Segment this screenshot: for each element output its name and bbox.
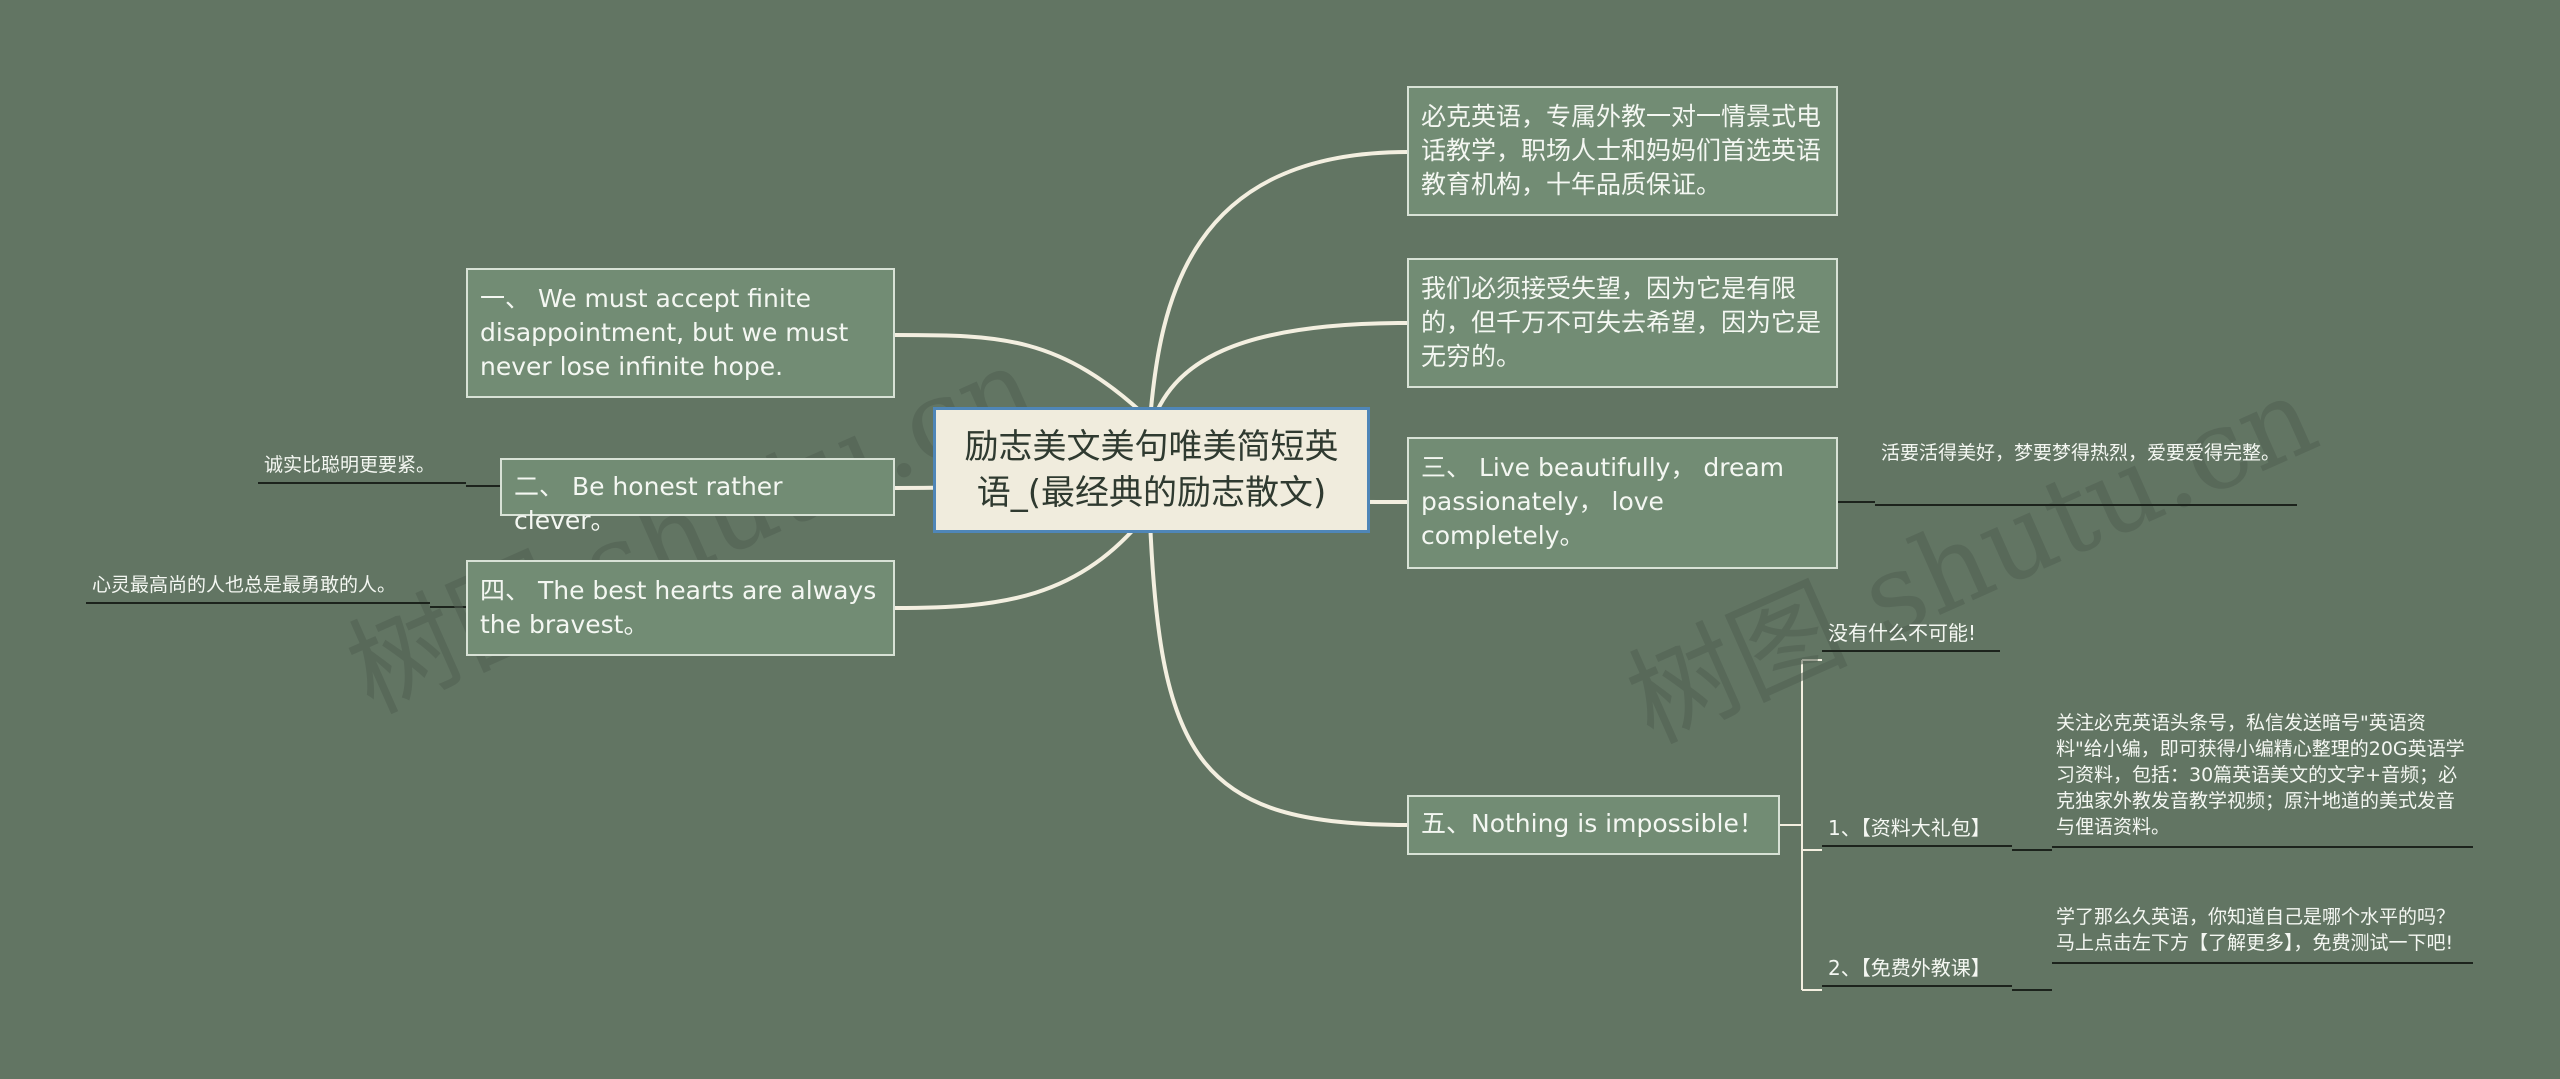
right-leaf-3: 活要活得美好，梦要梦得热烈，爱要爱得完整。 xyxy=(1875,440,2297,506)
right-node-1[interactable]: 必克英语，专属外教一对一情景式电话教学，职场人士和妈妈们首选英语教育机构，十年品… xyxy=(1407,86,1838,216)
connector-left-1 xyxy=(893,333,1152,422)
left-leaf-3: 心灵最高尚的人也总是最勇敢的人。 xyxy=(86,572,430,604)
five-child-2-desc: 关注必克英语头条号，私信发送暗号"英语资料"给小编，即可获得小编精心整理的20G… xyxy=(2052,710,2473,848)
left-leaf-2: 诚实比聪明更要紧。 xyxy=(258,452,466,484)
left-node-3[interactable]: 四、 The best hearts are always the braves… xyxy=(466,560,895,656)
right-node-3[interactable]: 三、 Live beautifully， dream passionately，… xyxy=(1407,437,1838,569)
center-topic[interactable]: 励志美文美句唯美简短英语_(最经典的励志散文) xyxy=(933,407,1370,533)
five-child-1: 没有什么不可能! xyxy=(1822,620,2000,652)
right-node-5[interactable]: 五、Nothing is impossible！ xyxy=(1407,795,1780,855)
connector-right-2 xyxy=(1148,321,1409,432)
left-node-2[interactable]: 二、 Be honest rather clever。 xyxy=(500,458,895,535)
connector-right-1 xyxy=(1148,150,1409,422)
right-node-2[interactable]: 我们必须接受失望，因为它是有限的，但千万不可失去希望，因为它是无穷的。 xyxy=(1407,258,1838,388)
connector-right-4 xyxy=(1148,518,1409,827)
five-child-3-label: 2、【免费外教课】 xyxy=(1822,955,2012,987)
connector-left-3 xyxy=(893,508,1152,610)
left-node-1[interactable]: 一、 We must accept finite disappointment,… xyxy=(466,268,895,398)
five-child-3-desc: 学了那么久英语，你知道自己是哪个水平的吗？马上点击左下方【了解更多】，免费测试一… xyxy=(2052,904,2473,964)
five-child-2-label: 1、【资料大礼包】 xyxy=(1822,815,2012,847)
